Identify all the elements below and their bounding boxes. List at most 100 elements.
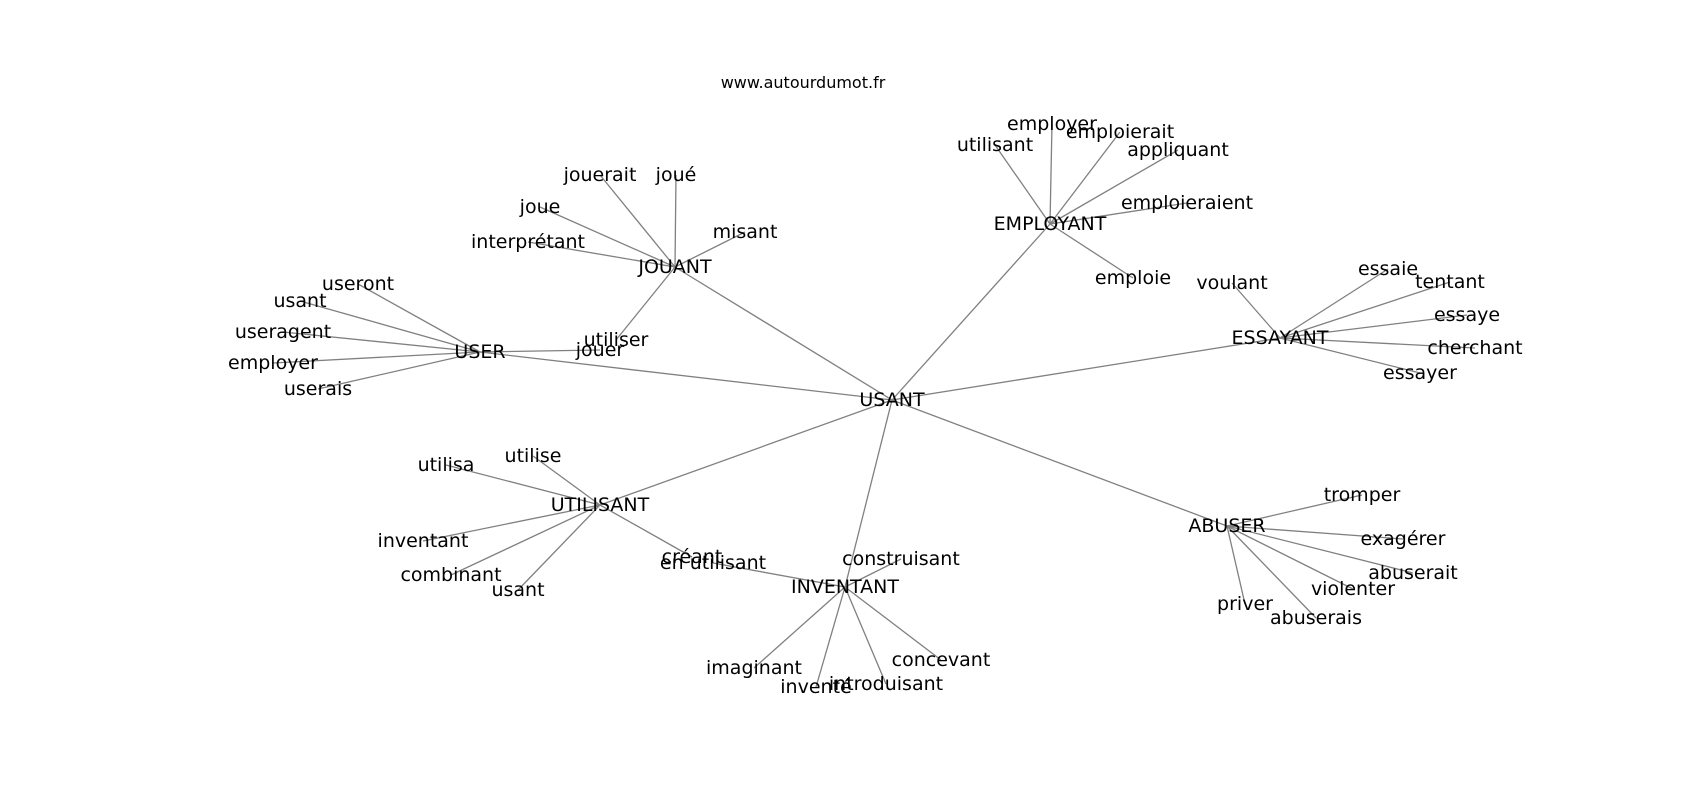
edge-center-utilisant: [599, 399, 893, 506]
node-leaf: appliquant: [1127, 139, 1229, 161]
edge-jouant-leaf: [674, 174, 677, 268]
edge-abuser-leaf: [1226, 525, 1246, 605]
edge-center-user: [479, 351, 893, 401]
edge-inventant-leaf: [815, 586, 846, 688]
edge-essayant-leaf: [1279, 337, 1476, 349]
node-hub: JOUANT: [637, 256, 712, 278]
edge-user-leaf: [282, 331, 481, 353]
node-hub: ESSAYANT: [1232, 327, 1329, 349]
edge-utilisant-leaf: [445, 464, 601, 506]
node-leaf: en utilisant: [660, 552, 766, 574]
edge-inventant-leaf: [712, 562, 846, 588]
node-leaf: essayer: [1383, 362, 1457, 384]
edge-jouant-leaf: [615, 266, 676, 341]
node-leaf: créant: [662, 546, 723, 568]
edge-user-leaf: [479, 349, 601, 353]
edge-abuser-leaf: [1226, 525, 1317, 619]
node-leaf: priver: [1217, 593, 1273, 615]
node-leaf: userais: [284, 378, 352, 400]
edge-center-essayant: [891, 337, 1281, 401]
edge-utilisant-leaf: [599, 504, 693, 558]
edge-inventant-leaf: [844, 586, 942, 661]
node-leaf: introduisant: [829, 673, 943, 695]
edge-user-leaf: [272, 351, 481, 364]
node-leaf: utilisant: [957, 134, 1033, 156]
node-leaf: usant: [273, 290, 326, 312]
edge-essayant-leaf: [1279, 281, 1451, 339]
node-hub: ABUSER: [1188, 515, 1265, 537]
node-leaf: usant: [491, 579, 544, 601]
node-leaf: joué: [655, 164, 697, 186]
edge-abuser-leaf: [1226, 494, 1363, 527]
node-leaf: misant: [713, 221, 778, 243]
node-leaf: essaye: [1434, 304, 1500, 326]
node-leaf: concevant: [892, 649, 991, 671]
node-leaf: tromper: [1324, 484, 1401, 506]
graph-edges: [272, 123, 1476, 688]
node-leaf: inventant: [378, 530, 469, 552]
edge-inventant-leaf: [844, 586, 887, 685]
edge-jouant-leaf: [674, 231, 746, 268]
graph-labels: USANT JOUANT jouerait joué joue interprétant m…: [228, 113, 1523, 698]
edge-utilisant-leaf: [532, 455, 601, 506]
node-leaf: inventé: [780, 676, 851, 698]
edge-utilisant-leaf: [517, 504, 601, 591]
edge-center-jouant: [674, 266, 893, 401]
node-leaf: employer: [228, 352, 318, 374]
edge-essayant-leaf: [1279, 314, 1468, 339]
node-center: USANT: [859, 389, 925, 411]
site-url: www.autourdumot.fr: [721, 73, 886, 92]
node-leaf: construisant: [842, 548, 960, 570]
node-leaf: abuserais: [1270, 607, 1362, 629]
node-leaf: voulant: [1196, 272, 1267, 294]
edge-employant-leaf: [1049, 202, 1188, 225]
node-hub: INVENTANT: [791, 576, 899, 598]
node-leaf: utiliser: [584, 329, 649, 351]
node-leaf: utilise: [505, 445, 562, 467]
edge-abuser-leaf: [1226, 525, 1404, 540]
edge-essayant-leaf: [1279, 268, 1389, 339]
node-hub: EMPLOYANT: [994, 213, 1107, 235]
edge-employant-leaf: [1049, 223, 1134, 279]
node-leaf: emploie: [1095, 267, 1171, 289]
node-leaf: useront: [322, 273, 394, 295]
node-leaf: useragent: [235, 321, 331, 343]
node-hub: USER: [454, 341, 505, 363]
node-hub: UTILISANT: [551, 494, 650, 516]
node-leaf: exagérer: [1361, 528, 1446, 550]
edge-employant-leaf: [1049, 123, 1053, 225]
edge-employant-leaf: [1049, 131, 1121, 225]
node-leaf: combinant: [400, 564, 501, 586]
edge-center-inventant: [844, 399, 893, 588]
edge-center-employant: [891, 223, 1051, 401]
node-leaf: violenter: [1311, 578, 1395, 600]
node-leaf: interprétant: [471, 231, 585, 253]
node-leaf: imaginant: [706, 657, 802, 679]
edge-inventant-leaf: [753, 586, 846, 669]
node-leaf: employer: [1007, 113, 1097, 135]
node-leaf: abuserait: [1368, 562, 1458, 584]
edge-essayant-leaf: [1279, 337, 1421, 374]
edge-user-leaf: [317, 351, 481, 390]
edge-abuser-leaf: [1226, 525, 1414, 574]
edge-abuser-leaf: [1226, 525, 1354, 590]
node-leaf: jouer: [575, 339, 625, 361]
edge-employant-leaf: [1049, 149, 1179, 225]
edge-utilisant-leaf: [422, 504, 601, 542]
edge-user-leaf: [357, 283, 481, 353]
edge-user-leaf: [299, 300, 481, 353]
edge-center-abuser: [891, 399, 1228, 527]
node-leaf: essaie: [1358, 258, 1418, 280]
node-leaf: joue: [519, 196, 561, 218]
edge-inventant-leaf: [844, 558, 902, 588]
edge-utilisant-leaf: [450, 504, 601, 576]
node-leaf: jouerait: [563, 164, 637, 186]
node-leaf: emploierait: [1066, 121, 1174, 143]
node-leaf: cherchant: [1427, 337, 1522, 359]
edge-jouant-leaf: [599, 174, 676, 268]
node-leaf: tentant: [1415, 271, 1485, 293]
node-leaf: emploieraient: [1121, 192, 1253, 214]
edge-employant-leaf: [994, 144, 1051, 225]
node-leaf: utilisa: [418, 454, 475, 476]
